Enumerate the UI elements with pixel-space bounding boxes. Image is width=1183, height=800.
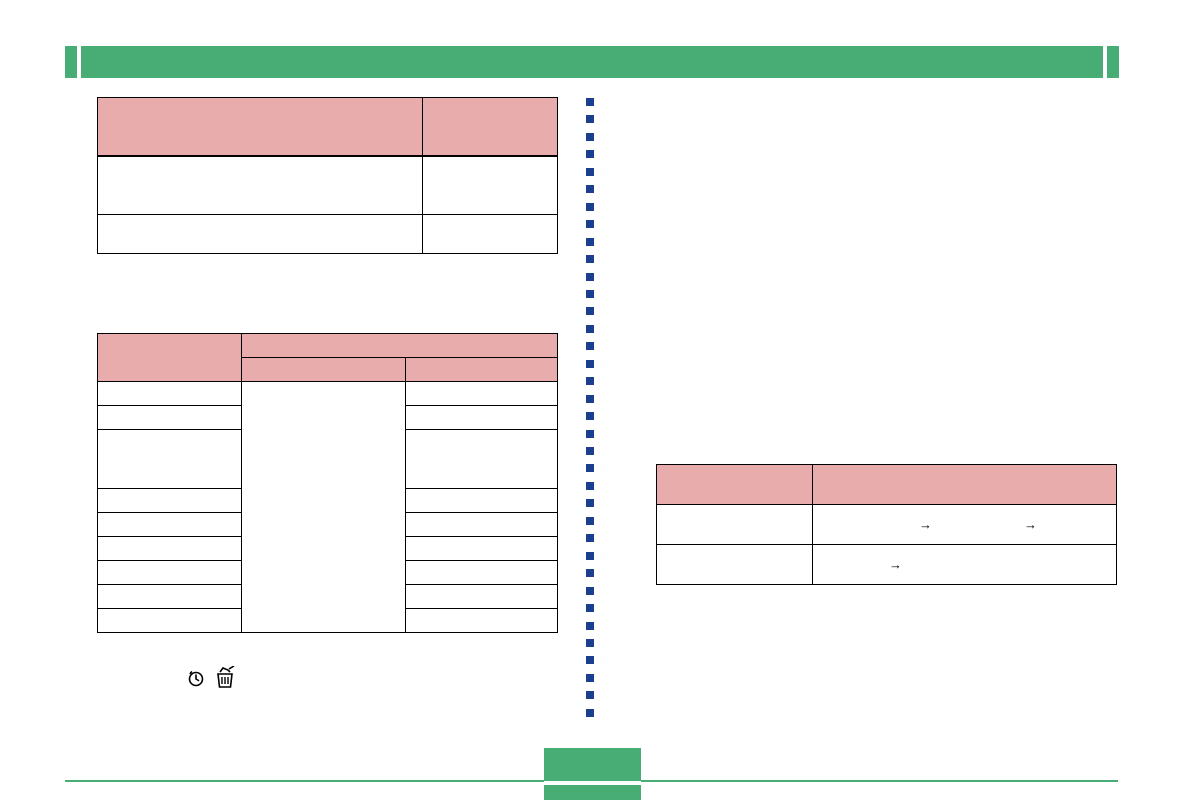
divider-dot — [586, 342, 594, 350]
divider-dot — [586, 203, 594, 211]
table-2-cell — [97, 535, 242, 561]
table-2-subheader-2 — [405, 357, 558, 383]
divider-dot — [586, 115, 594, 123]
divider-dot — [586, 430, 594, 438]
divider-dot — [586, 447, 594, 455]
table-1-cell — [422, 213, 558, 255]
delete-protect-icon — [217, 666, 235, 688]
table-2-cell — [405, 607, 558, 634]
divider-dot — [586, 569, 594, 577]
divider-dot — [586, 168, 594, 176]
table-2-cell — [97, 511, 242, 537]
divider-dot — [586, 412, 594, 420]
table-2-cell — [97, 429, 242, 489]
self-timer-icon — [188, 670, 204, 687]
divider-dot — [586, 552, 594, 560]
divider-dot — [586, 220, 594, 228]
table-1-header-col2 — [422, 96, 558, 157]
divider-dot — [586, 587, 594, 595]
table-2-cell — [405, 559, 558, 585]
divider-dot — [586, 307, 594, 315]
table-1-header-col1 — [97, 96, 423, 157]
table-2-cell — [97, 487, 242, 513]
divider-dot — [586, 639, 594, 647]
table-2-cell — [405, 583, 558, 609]
table-1-cell — [97, 155, 423, 215]
table-2 — [97, 332, 558, 634]
table-2-cell — [97, 607, 242, 634]
table-2-cell — [405, 381, 558, 407]
footer-line-left — [65, 780, 544, 782]
table-2-cell — [97, 381, 242, 407]
table-3: → → → — [656, 464, 1117, 585]
table-3-header-col2 — [812, 464, 1117, 505]
table-2-cell — [97, 583, 242, 609]
table-1 — [97, 96, 558, 255]
table-3-cell — [656, 504, 813, 545]
divider-dot — [586, 464, 594, 472]
table-3-cell — [656, 544, 813, 585]
table-2-cell — [97, 405, 242, 431]
header-bar — [81, 46, 1103, 78]
divider-dot — [586, 674, 594, 682]
table-2-cell — [97, 559, 242, 585]
page-number-tab-gap — [544, 781, 641, 785]
divider-dot — [586, 185, 594, 193]
divider-dot — [586, 534, 594, 542]
table-3-cell: → → — [812, 504, 1117, 545]
table-1-cell — [97, 213, 423, 255]
divider-dot — [586, 482, 594, 490]
table-2-merged-cell — [241, 381, 406, 633]
table-2-cell — [405, 429, 558, 489]
header-right-tab — [1107, 46, 1119, 78]
table-3-header-col1 — [656, 464, 813, 505]
divider-dot — [586, 360, 594, 368]
divider-dot — [586, 604, 594, 612]
divider-dot — [586, 622, 594, 630]
divider-dot — [586, 377, 594, 385]
arrow-right-icon: → — [889, 557, 902, 572]
divider-dot — [586, 150, 594, 158]
table-2-cell — [405, 487, 558, 513]
divider-dot — [586, 98, 594, 106]
table-2-subheader-1 — [241, 357, 406, 383]
divider-dot — [586, 290, 594, 298]
divider-dot — [586, 133, 594, 141]
table-2-cell — [405, 535, 558, 561]
footer-line-right — [641, 780, 1118, 782]
divider-dot — [586, 395, 594, 403]
table-2-header-group — [241, 332, 558, 359]
divider-dot — [586, 255, 594, 263]
divider-dot — [586, 273, 594, 281]
header-left-tab — [65, 46, 77, 78]
table-2-header-col1 — [97, 332, 242, 383]
divider-dot — [586, 709, 594, 717]
divider-dot — [586, 517, 594, 525]
divider-dot — [586, 325, 594, 333]
divider-dot — [586, 499, 594, 507]
divider-dot — [586, 238, 594, 246]
arrow-right-icon: → — [919, 517, 932, 532]
divider-dot — [586, 656, 594, 664]
table-2-cell — [405, 405, 558, 431]
arrow-right-icon: → — [1024, 517, 1037, 532]
table-3-cell: → — [812, 544, 1117, 585]
divider-dot — [586, 691, 594, 699]
table-1-cell — [422, 155, 558, 215]
table-2-cell — [405, 511, 558, 537]
page-number-tab — [544, 748, 641, 800]
